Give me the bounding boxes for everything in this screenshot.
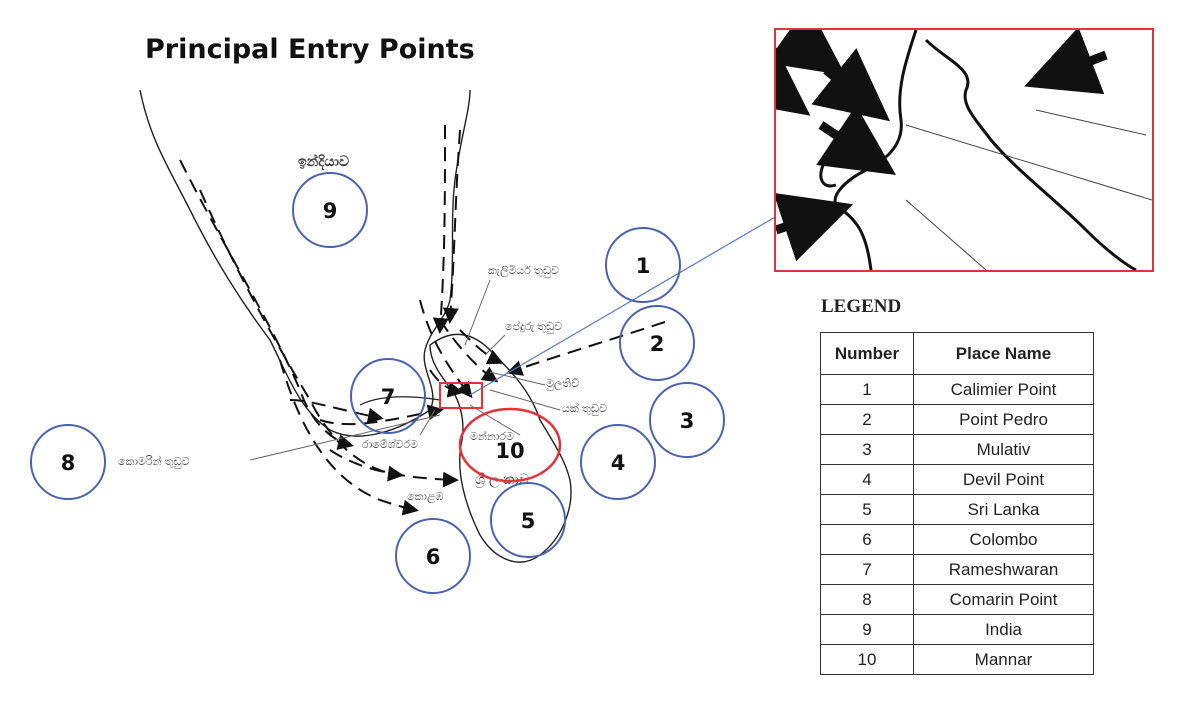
marker-8: 8 [61,451,76,475]
marker-3: 3 [680,409,695,433]
label-mannar: මන්නාරම [470,429,514,443]
legend-place-name: India [913,614,1094,645]
zoom-inset [731,4,1154,272]
header-number: Number [820,332,914,375]
marker-10: 10 [495,439,524,463]
label-comarin: කොමරින් තුඩුව [118,454,190,469]
sinhala-labels: ඉන්දියාව කැලිමියර් තුඩුව පේදුරු තුඩුව මු… [118,153,607,504]
legend-number: 8 [820,584,914,615]
legend-place-name: Rameshwaran [913,554,1094,585]
legend-place-name: Point Pedro [913,404,1094,435]
label-rameshwaran: රාමේශ්වරම [362,437,418,451]
inset-drawing [731,4,1153,272]
legend-number: 1 [820,374,914,405]
legend-place-name: Colombo [913,524,1094,555]
marker-2: 2 [650,332,665,356]
legend-number: 7 [820,554,914,585]
legend-number: 9 [820,614,914,645]
legend-title: LEGEND [821,296,902,317]
legend-place-name: Mulativ [913,434,1094,465]
legend-number: 5 [820,494,914,525]
marker-1: 1 [636,254,651,278]
migration-arrows [179,124,666,516]
marker-4: 4 [611,451,626,475]
marker-7: 7 [381,385,396,409]
legend-place-name: Sri Lanka [913,494,1094,525]
legend-number: 10 [820,644,914,675]
legend-number: 3 [820,434,914,465]
legend-header-row: Number Place Name [820,332,1094,375]
marker-6: 6 [426,545,441,569]
label-pedro: පේදුරු තුඩුව [505,319,562,334]
legend-place-name: Comarin Point [913,584,1094,615]
zoom-box [439,382,483,409]
marker-9: 9 [323,199,338,223]
marker-5: 5 [521,509,536,533]
page-title: Principal Entry Points [145,34,475,65]
legend-number: 4 [820,464,914,495]
label-colombo: කොළඹ [407,491,444,504]
legend-place-name: Mannar [913,644,1094,675]
legend-place-name: Devil Point [913,464,1094,495]
label-devil: යක් තුඩුව [562,401,607,416]
legend-place-name: Calimier Point [913,374,1094,405]
label-india: ඉන්දියාව [298,153,349,171]
legend-number: 6 [820,524,914,555]
label-calimier: කැලිමියර් තුඩුව [488,264,559,278]
legend-number: 2 [820,404,914,435]
header-place-name: Place Name [913,332,1094,375]
leader-lines [249,279,561,461]
inset-pointer [469,184,831,396]
label-mulativ: මුලතිව් [546,378,579,391]
number-markers: 1 2 3 4 5 6 7 8 9 10 [30,172,725,594]
